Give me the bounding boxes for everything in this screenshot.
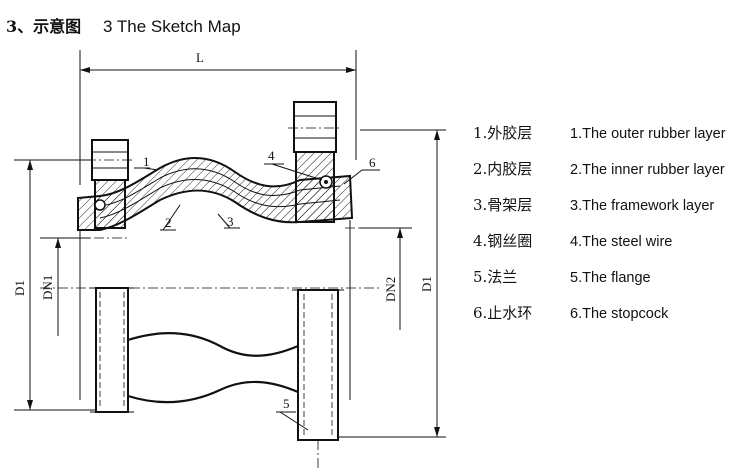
callout-6: 6 bbox=[343, 155, 380, 185]
legend-en-1: 1.The outer rubber layer bbox=[570, 126, 726, 142]
expansion-joint-drawing bbox=[40, 101, 410, 468]
legend-en-6: 6.The stopcock bbox=[570, 306, 669, 322]
section-title: 3 The Sketch Map bbox=[103, 17, 241, 36]
right-lower-flange bbox=[292, 289, 344, 468]
callout-2: 2 bbox=[160, 204, 181, 231]
dimension-DN2-label: DN2 bbox=[383, 277, 398, 302]
legend-cn-1: 1.外胶层 bbox=[473, 124, 532, 142]
svg-text:4: 4 bbox=[268, 148, 275, 163]
svg-text:6: 6 bbox=[369, 155, 376, 170]
legend-en-2: 2.The inner rubber layer bbox=[570, 162, 725, 178]
legend-cn-4: 4.钢丝圈 bbox=[473, 232, 532, 250]
dimension-DN2: DN2 bbox=[360, 227, 412, 330]
legend-en-3: 3.The framework layer bbox=[570, 198, 714, 214]
dimension-D1-left-label: D1 bbox=[12, 280, 27, 296]
dimension-L-label: L bbox=[196, 50, 204, 65]
callout-4: 4 bbox=[264, 148, 323, 181]
svg-text:1: 1 bbox=[143, 154, 150, 169]
legend-cn-3: 3.骨架层 bbox=[473, 196, 532, 214]
callout-5: 5 bbox=[276, 396, 309, 431]
rubber-body-section bbox=[77, 157, 354, 231]
dimension-D1-right-label: D1 bbox=[419, 276, 434, 292]
legend-cn-5: 5.法兰 bbox=[473, 268, 517, 286]
dimension-DN1: DN1 bbox=[40, 237, 90, 336]
callout-1: 1 bbox=[134, 154, 159, 171]
legend-cn-6: 6.止水环 bbox=[473, 304, 532, 322]
dimension-L: L bbox=[79, 50, 357, 185]
dimension-D1-right: D1 bbox=[300, 129, 446, 438]
callout-3: 3 bbox=[217, 213, 240, 229]
section-number: 3、示意图 bbox=[6, 17, 81, 36]
left-lower-flange bbox=[90, 287, 134, 413]
legend-cn-2: 2.内胶层 bbox=[473, 160, 532, 178]
svg-text:3: 3 bbox=[227, 214, 234, 229]
svg-text:2: 2 bbox=[165, 215, 172, 230]
legend-en-5: 5.The flange bbox=[570, 270, 651, 286]
legend-en-4: 4.The steel wire bbox=[570, 234, 672, 250]
legend: 1.外胶层 1.The outer rubber layer 2.内胶层 2.T… bbox=[473, 124, 726, 322]
svg-text:5: 5 bbox=[283, 396, 290, 411]
dimension-DN1-label: DN1 bbox=[40, 275, 55, 300]
